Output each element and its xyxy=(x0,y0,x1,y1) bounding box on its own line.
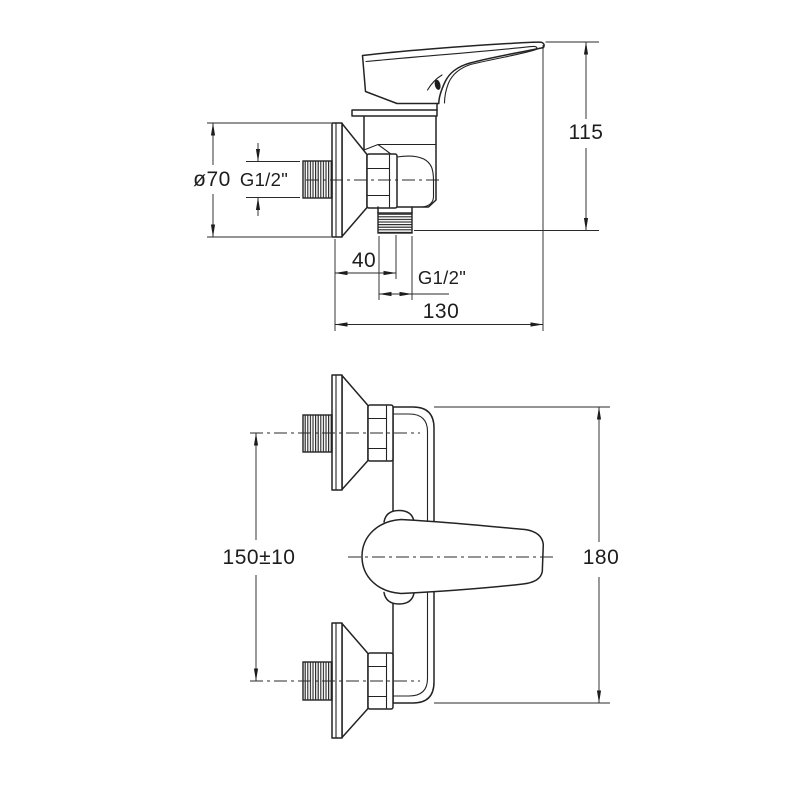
dim-label-depth: 130 xyxy=(423,300,460,323)
dim-label-flange-diameter: ø70 xyxy=(193,168,231,191)
dim-label-connection-spacing: 150±10 xyxy=(223,546,296,569)
inlet-thread xyxy=(302,160,333,199)
dim-connection-spacing: 150±10 xyxy=(223,433,296,681)
handle-lever xyxy=(361,41,545,111)
dim-label-outlet-offset: 40 xyxy=(352,249,376,272)
dim-outlet-offset: 40 xyxy=(334,235,397,331)
front-view: 150±10 180 xyxy=(223,374,619,739)
dim-height: 115 xyxy=(414,42,603,231)
handle-collar-bottom xyxy=(383,591,415,605)
dim-outlet-thread: G1/2" xyxy=(378,236,466,300)
dim-flange-diameter: ø70 xyxy=(193,123,331,237)
hex-nut xyxy=(366,153,398,209)
handle-lever-front xyxy=(361,518,545,595)
dim-label-overall-width: 180 xyxy=(583,546,620,569)
dim-overall-width: 180 xyxy=(434,407,619,703)
dim-label-outlet-thread: G1/2" xyxy=(418,267,466,288)
upper-connector xyxy=(302,374,394,491)
dim-depth: 130 xyxy=(334,45,544,331)
dim-inlet-thread: G1/2" xyxy=(240,143,300,216)
side-view: ø70 G1/2" 115 40 xyxy=(193,42,603,331)
handle-screw-cover xyxy=(434,79,441,90)
dim-label-inlet-thread: G1/2" xyxy=(240,169,288,190)
dim-label-height: 115 xyxy=(569,121,604,144)
cartridge-dome xyxy=(396,155,435,208)
lower-connector xyxy=(302,622,394,739)
body-top-band xyxy=(351,109,438,117)
outlet-pipe xyxy=(377,206,413,234)
